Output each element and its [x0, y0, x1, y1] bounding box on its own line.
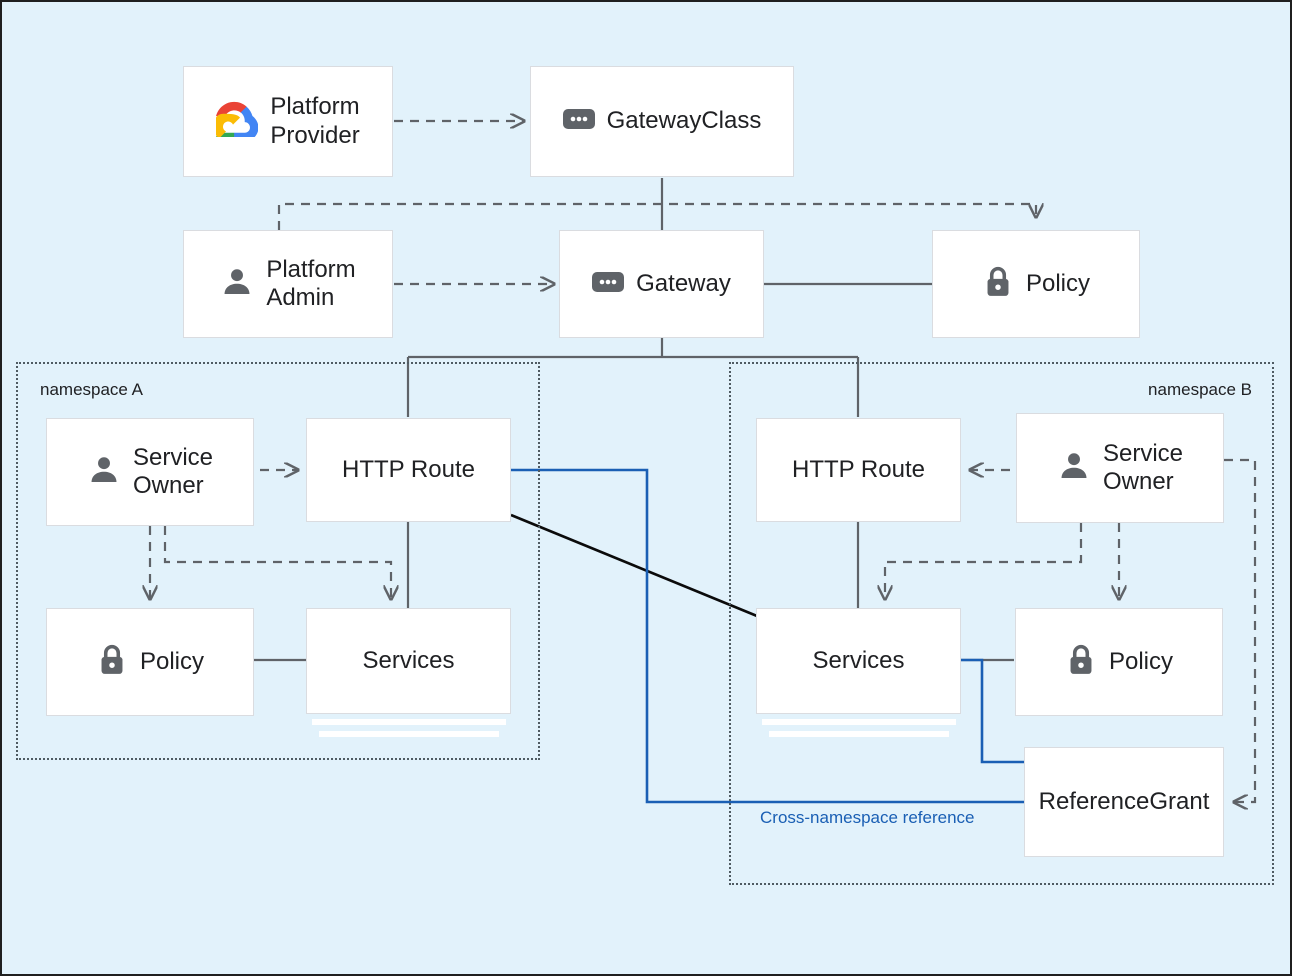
node-http-route-b[interactable]: HTTP Route — [756, 418, 961, 522]
node-label: Service Owner — [1102, 439, 1184, 495]
namespace-a-label: namespace A — [40, 380, 144, 399]
node-http-route-a[interactable]: HTTP Route — [306, 418, 511, 522]
node-label: Services — [362, 646, 455, 674]
node-label: Services — [812, 646, 905, 674]
node-gatewayclass[interactable]: GatewayClass — [530, 66, 794, 177]
google-cloud-logo-icon — [214, 101, 259, 142]
node-services-b-stack-sheet-2 — [769, 731, 949, 737]
node-services-a[interactable]: Services — [306, 608, 511, 714]
edge-route-a-to-services-b — [510, 513, 758, 618]
node-label: Policy — [139, 647, 205, 675]
edge-admin-to-policy-top — [277, 202, 1036, 230]
person-icon — [1057, 449, 1091, 488]
lock-icon — [1065, 643, 1097, 682]
node-service-owner-a[interactable]: Service Owner — [46, 418, 254, 526]
person-icon — [220, 265, 254, 304]
node-label: HTTP Route — [792, 455, 925, 483]
namespace-b-container — [729, 362, 1274, 885]
node-label: Service Owner — [132, 443, 214, 499]
namespace-a-container — [16, 362, 540, 760]
person-icon — [87, 453, 121, 492]
node-services-b-stack-sheet-1 — [762, 719, 956, 725]
cross-namespace-reference-label: Cross-namespace reference — [760, 808, 975, 827]
node-policy-a[interactable]: Policy — [46, 608, 254, 716]
node-label: Gateway — [636, 269, 731, 297]
node-label: Platform Provider — [270, 93, 360, 149]
lock-icon — [96, 643, 128, 682]
node-label: Policy — [1108, 647, 1174, 675]
gateway-icon — [592, 271, 625, 297]
node-platform-provider[interactable]: Platform Provider — [183, 66, 393, 177]
gateway-class-icon — [562, 109, 595, 134]
node-reference-grant[interactable]: ReferenceGrant — [1024, 747, 1224, 857]
node-gateway[interactable]: Gateway — [559, 230, 764, 338]
node-policy-top[interactable]: Policy — [932, 230, 1140, 338]
node-policy-b[interactable]: Policy — [1015, 608, 1223, 716]
node-platform-admin[interactable]: Platform Admin — [183, 230, 393, 338]
node-services-a-stack-sheet-2 — [319, 731, 499, 737]
node-label: ReferenceGrant — [1038, 787, 1210, 815]
node-services-a-stack-sheet-1 — [312, 719, 506, 725]
node-service-owner-b[interactable]: Service Owner — [1016, 413, 1224, 523]
node-label: GatewayClass — [606, 107, 762, 135]
namespace-b-label: namespace B — [1148, 380, 1252, 399]
node-label: Policy — [1025, 269, 1091, 297]
node-label: HTTP Route — [342, 455, 475, 483]
lock-icon — [982, 265, 1014, 304]
node-label: Platform Admin — [266, 255, 356, 311]
node-services-b[interactable]: Services — [756, 608, 961, 714]
